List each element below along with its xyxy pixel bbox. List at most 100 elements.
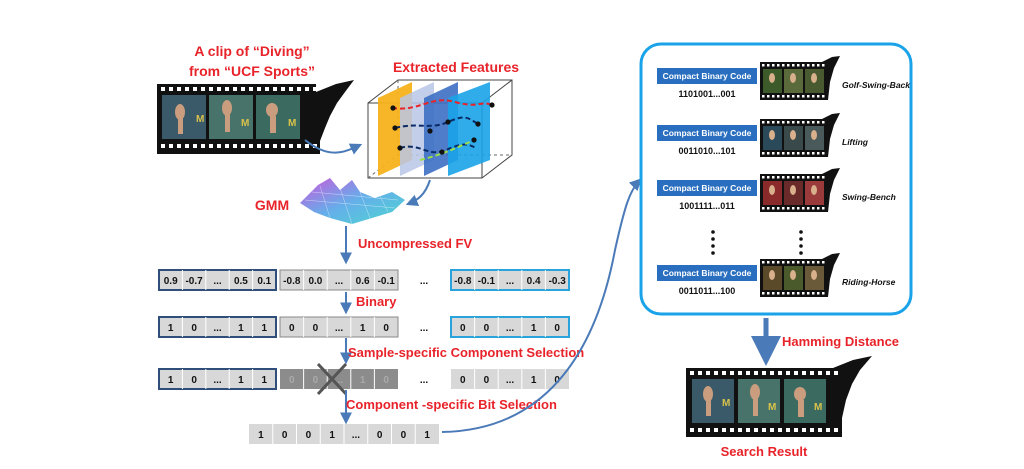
cell-value: 1 [329,430,335,441]
cell-value: 0 [306,430,312,441]
film-sprocket [770,371,774,375]
cell-value: 0 [554,375,560,386]
film-sprocket [305,144,309,148]
film-sprocket [722,428,726,432]
features-to-gmm-arrow [405,179,431,207]
cell-value: 0 [313,323,319,334]
cell-value: -0.8 [283,276,301,287]
film-sprocket [786,428,790,432]
cell-value: 0 [554,323,560,334]
cell-value: -0.3 [549,276,567,287]
binary-code-value: 1001111...011 [679,201,735,211]
film-sprocket [754,371,758,375]
film-sprocket [281,87,285,91]
badge-label: Compact Binary Code [663,71,752,81]
film-sprocket [201,87,205,91]
film-sprocket [746,371,750,375]
clip-frame [209,95,253,139]
film-sprocket [690,371,694,375]
film-sprocket [818,371,822,375]
cell-value: 0 [401,430,407,441]
cell-value: 1 [238,375,244,386]
action-label: Riding-Horse [842,277,896,287]
film-sprocket [730,428,734,432]
svg-text:M: M [768,402,776,413]
film-sprocket [834,428,838,432]
binary-code-badge [657,125,757,141]
film-sprocket [185,87,189,91]
film-sprocket [217,144,221,148]
svg-text:M: M [288,118,296,129]
film-sprocket [834,371,838,375]
clip-frame [162,95,206,139]
row-ellipsis: ... [420,375,429,386]
film-sprocket [201,144,205,148]
film-sprocket [297,87,301,91]
fv-group-middle-box [279,269,399,291]
result-frame [784,379,826,423]
binary-code-value: 0011011...100 [679,286,736,296]
selected-group-left-box [158,368,277,390]
film-sprocket [802,371,806,375]
film-sprocket [217,87,221,91]
badge-label: Compact Binary Code [663,128,752,138]
cell-value: ... [506,375,515,386]
cell-value: 0 [484,323,490,334]
cell-value: 0 [282,430,288,441]
cell-value: 0 [383,375,389,386]
action-label: Lifting [842,137,869,147]
action-label: Swing-Bench [842,192,896,202]
cell-value: 0.0 [308,276,322,287]
database-entry: Compact Binary Code1101001...001Golf-Swi… [657,56,911,100]
search-result-label: Search Result [721,444,808,459]
film-sprocket [818,428,822,432]
cell-value: 0.9 [164,276,178,287]
cell-value: 0 [191,375,197,386]
database-entry: Compact Binary Code 0011010...101 Lifting [657,113,869,157]
film-sprocket [249,144,253,148]
film-sprocket [826,371,830,375]
clip-frame [256,95,300,139]
selected-group-right-box [451,369,569,389]
film-sprocket [265,87,269,91]
svg-text:M: M [814,402,822,413]
film-sprocket [281,144,285,148]
binary-code-badge [657,180,757,196]
film-sprocket [778,371,782,375]
cell-value: 0 [377,430,383,441]
film-sprocket [169,87,173,91]
film-sprocket [169,144,173,148]
cell-value: 1 [360,375,366,386]
film-sprocket [810,371,814,375]
cell-value: 0 [460,375,466,386]
film-sprocket [273,144,277,148]
database-entry: Compact Binary Code1001111...011Swing-Be… [657,168,896,212]
feature-cube [367,79,513,179]
film-sprocket [193,87,197,91]
film-sprocket [289,87,293,91]
uncompressed-fv-label: Uncompressed FV [358,236,472,251]
binary-code-badge [657,68,757,84]
film-sprocket [770,428,774,432]
film-sprocket [762,371,766,375]
svg-text:M: M [722,398,730,409]
film-sprocket [161,87,165,91]
film-sprocket [722,371,726,375]
film-sprocket [241,87,245,91]
component-selection-label: Sample-specific Component Selection [348,345,584,360]
gmm-surface [300,178,405,225]
cell-value: -0.1 [378,276,396,287]
action-label: Golf-Swing-Back [842,80,911,90]
film-sprocket [730,371,734,375]
binary-code-value: 0011010...101 [678,146,735,156]
result-frame [692,379,734,423]
